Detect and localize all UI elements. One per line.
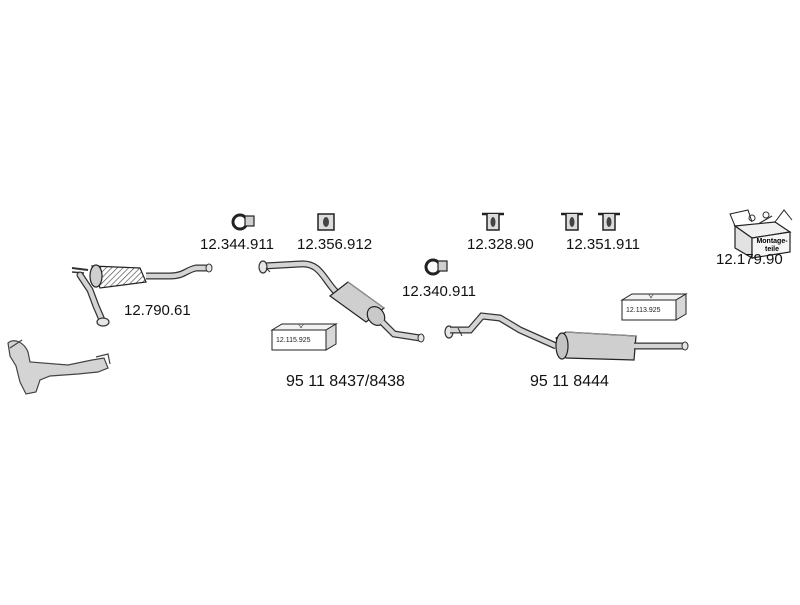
accessory-box-rear-icon — [620, 293, 688, 321]
front-pipe-catalyst-shape — [71, 263, 213, 327]
downpipe-shape — [7, 339, 111, 395]
kit-box-label-line2: teile — [764, 246, 779, 253]
part-number-rear-silencer: 95 11 8444 — [530, 373, 609, 390]
box-label-rear: 12.113.925 — [626, 307, 661, 314]
accessory-box-middle-icon — [270, 323, 338, 351]
part-number-hanger-1: 12.356.912 — [297, 236, 373, 253]
mounting-kit-box-icon — [729, 209, 793, 260]
middle-silencer-shape — [258, 260, 425, 343]
part-number-kit: 12.179.90 — [716, 251, 783, 268]
rear-silencer-shape — [444, 312, 689, 361]
part-number-front-pipe: 12.790.61 — [124, 302, 191, 319]
rubber-hanger-icon — [317, 213, 335, 231]
clamp-icon — [424, 258, 448, 276]
part-number-clamp-2: 12.340.911 — [402, 283, 476, 300]
part-number-middle-silencer: 95 11 8437/8438 — [286, 373, 405, 390]
rubber-hanger-icon — [561, 212, 583, 231]
clamp-icon — [231, 213, 255, 231]
part-number-hanger-2: 12.328.90 — [467, 236, 534, 253]
rubber-hanger-icon — [598, 212, 620, 231]
kit-box-label: Montage- teile — [752, 238, 792, 254]
part-number-clamp-1: 12.344.911 — [200, 236, 274, 253]
part-number-hanger-3: 12.351.911 — [566, 236, 640, 253]
box-label-middle: 12.115.925 — [276, 337, 311, 344]
kit-box-label-line1: Montage- — [756, 238, 788, 245]
rubber-hanger-icon — [482, 212, 504, 231]
